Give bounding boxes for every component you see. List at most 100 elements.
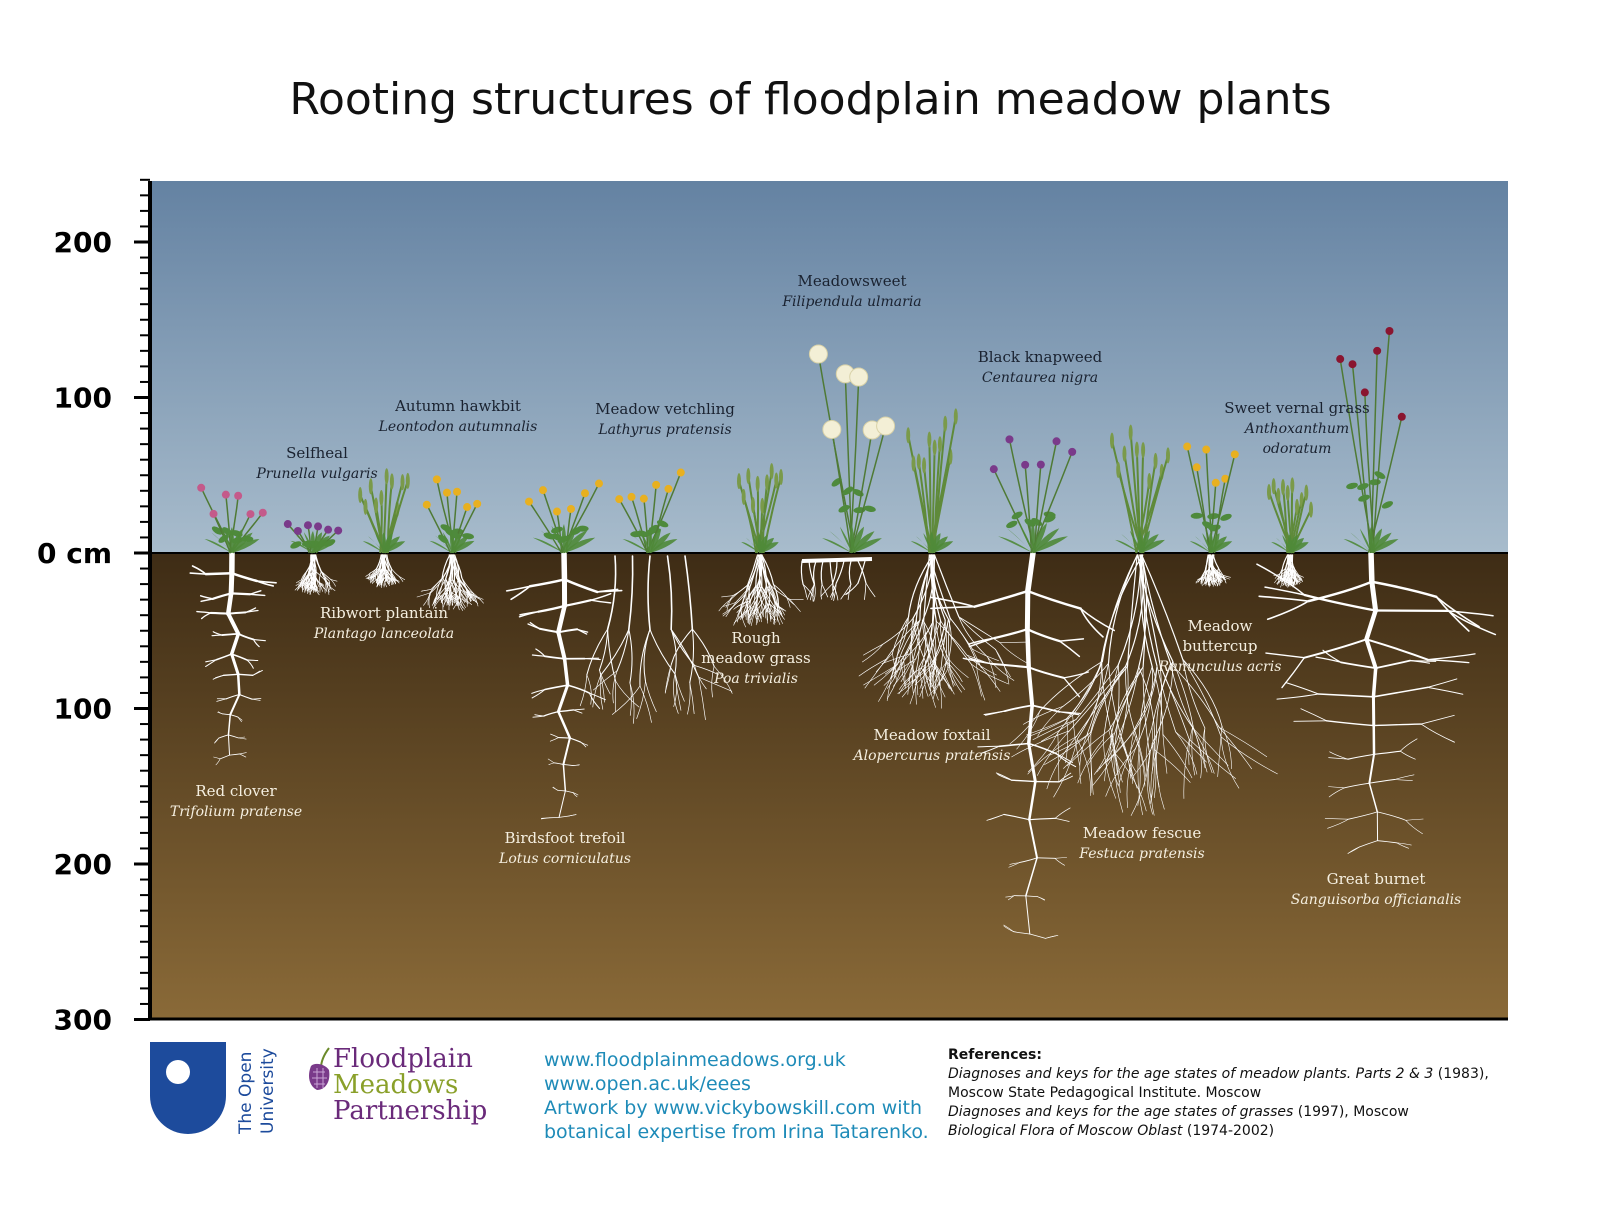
plant-sweet-vernal-grass [1267, 477, 1313, 588]
meadow-fescue-shoot [1110, 424, 1170, 554]
fmp-logo-line-1: Floodplain [333, 1044, 473, 1074]
birdsfoot-trefoil-common-name: Birdsfoot trefoil [505, 829, 626, 847]
meadow-foxtail-roots [858, 554, 1029, 709]
plant-meadow-fescue [1009, 424, 1278, 816]
plant-black-knapweed [930, 435, 1116, 939]
autumn-hawkbit-roots [416, 554, 484, 611]
axis-tick-label: 0 cm [37, 537, 112, 570]
meadowsweet-latin-name: Filipendula ulmaria [781, 294, 921, 310]
great-burnet-common-name: Great burnet [1327, 870, 1426, 888]
birdsfoot-trefoil-shoot [525, 479, 603, 554]
plant-meadow-buttercup [1183, 442, 1239, 588]
meadow-buttercup-shoot [1183, 442, 1239, 554]
link-open-ac-uk[interactable]: www.open.ac.uk/eees [544, 1073, 751, 1095]
autumn-hawkbit-common-name: Autumn hawkbit [394, 397, 521, 415]
ref1-title: Diagnoses and keys for the age states of… [948, 1066, 1434, 1082]
rough-meadow-grass-common-name-line-1: Rough [731, 629, 781, 647]
references: References: Diagnoses and keys for the a… [948, 1046, 1489, 1141]
reference-line-1: Diagnoses and keys for the age states of… [948, 1065, 1489, 1084]
plant-meadow-vetchling [579, 468, 733, 724]
open-university-shield-icon [150, 1042, 226, 1134]
ribwort-plantain-latin-name: Plantago lanceolata [313, 626, 454, 642]
meadow-vetchling-shoot [615, 468, 685, 554]
meadow-vetchling-roots [579, 555, 733, 724]
plant-red-clover [189, 483, 277, 766]
plant-autumn-hawkbit [416, 475, 484, 611]
artwork-credit-line-1[interactable]: Artwork by www.vickybowskill.com with [544, 1097, 923, 1119]
ribwort-plantain-roots [365, 554, 406, 588]
meadow-buttercup-common-name-line-2: buttercup [1182, 637, 1257, 655]
ref1-rest: (1983), [1433, 1066, 1489, 1082]
plants-layer [189, 326, 1497, 939]
meadow-foxtail-latin-name: Alopercurus pratensis [852, 748, 1011, 764]
meadowsweet-roots [800, 557, 876, 602]
plant-meadowsweet [800, 344, 896, 602]
meadow-fescue-roots [1009, 554, 1278, 816]
sweet-vernal-grass-latin-name-line-2: odoratum [1263, 441, 1332, 457]
axis-tick-label: 300 [54, 1004, 112, 1037]
plant-great-burnet [1256, 326, 1497, 854]
soil-area [150, 553, 1508, 1019]
great-burnet-latin-name: Sanguisorba officianalis [1291, 892, 1461, 908]
meadow-fescue-latin-name: Festuca pratensis [1078, 846, 1204, 862]
reference-line-4: Biological Flora of Moscow Oblast (1974-… [948, 1122, 1489, 1141]
sweet-vernal-grass-common-name: Sweet vernal grass [1224, 399, 1369, 417]
red-clover-roots [189, 550, 277, 766]
plant-selfheal [283, 520, 343, 596]
reference-line-2: Moscow State Pedagogical Institute. Mosc… [948, 1084, 1489, 1103]
ref3-title: Diagnoses and keys for the age states of… [948, 1104, 1294, 1120]
ribwort-plantain-common-name: Ribwort plantain [320, 604, 448, 622]
axis-tick-label: 200 [54, 848, 112, 881]
meadow-buttercup-roots [1195, 554, 1231, 588]
fritillary-flower-icon [309, 1047, 330, 1090]
birdsfoot-trefoil-latin-name: Lotus corniculatus [498, 851, 631, 867]
ref4-title: Biological Flora of Moscow Oblast [948, 1123, 1183, 1139]
fmp-logo-line-2: Meadows [333, 1070, 459, 1100]
black-knapweed-roots [930, 550, 1116, 939]
ref2-rest: Moscow State Pedagogical Institute. Mosc… [948, 1085, 1262, 1101]
sweet-vernal-grass-roots [1273, 554, 1304, 588]
link-floodplainmeadows[interactable]: www.floodplainmeadows.org.uk [544, 1049, 846, 1071]
ou-logo-line-1: The Open [236, 1052, 256, 1135]
ref3-rest: (1997), Moscow [1293, 1104, 1409, 1120]
red-clover-shoot [197, 483, 267, 554]
open-university-logo-text: The Open University [236, 1048, 278, 1135]
birdsfoot-trefoil-roots [505, 550, 623, 820]
autumn-hawkbit-shoot [422, 475, 482, 554]
meadowsweet-shoot [808, 344, 896, 554]
ribwort-plantain-shoot [358, 468, 410, 554]
rough-meadow-grass-roots [718, 554, 804, 628]
black-knapweed-common-name: Black knapweed [978, 348, 1103, 366]
meadow-vetchling-common-name: Meadow vetchling [595, 400, 735, 418]
black-knapweed-latin-name: Centaurea nigra [982, 370, 1098, 386]
selfheal-common-name: Selfheal [286, 444, 348, 462]
sweet-vernal-grass-latin-name-line-1: Anthoxanthum [1243, 421, 1349, 437]
rough-meadow-grass-latin-name: Poa trivialis [713, 671, 798, 687]
meadowsweet-common-name: Meadowsweet [798, 272, 907, 290]
axis-ticks [134, 178, 150, 1021]
footer-links: www.floodplainmeadows.org.uk www.open.ac… [544, 1048, 929, 1144]
ref4-rest: (1974-2002) [1182, 1123, 1275, 1139]
red-clover-latin-name: Trifolium pratense [170, 804, 302, 820]
meadow-fescue-common-name: Meadow fescue [1083, 824, 1202, 842]
ou-logo-line-2: University [258, 1048, 278, 1134]
great-burnet-shoot [1336, 326, 1406, 554]
great-burnet-roots [1256, 550, 1497, 854]
selfheal-roots [294, 554, 338, 596]
sweet-vernal-grass-shoot [1267, 477, 1313, 554]
plant-meadow-foxtail [858, 408, 1029, 709]
meadow-vetchling-latin-name: Lathyrus pratensis [597, 422, 731, 438]
black-knapweed-shoot [989, 435, 1077, 554]
selfheal-shoot [283, 520, 343, 554]
floodplain-meadows-partnership-logo: Floodplain Meadows Partnership [333, 1046, 487, 1124]
axis-tick-label: 100 [54, 693, 112, 726]
meadow-foxtail-common-name: Meadow foxtail [873, 726, 990, 744]
plant-rough-meadow-grass [718, 463, 804, 628]
meadow-buttercup-common-name-line-1: Meadow [1188, 617, 1253, 635]
axis-tick-label: 100 [54, 382, 112, 415]
rough-meadow-grass-shoot [737, 463, 783, 554]
plant-ribwort-plantain [358, 468, 410, 588]
